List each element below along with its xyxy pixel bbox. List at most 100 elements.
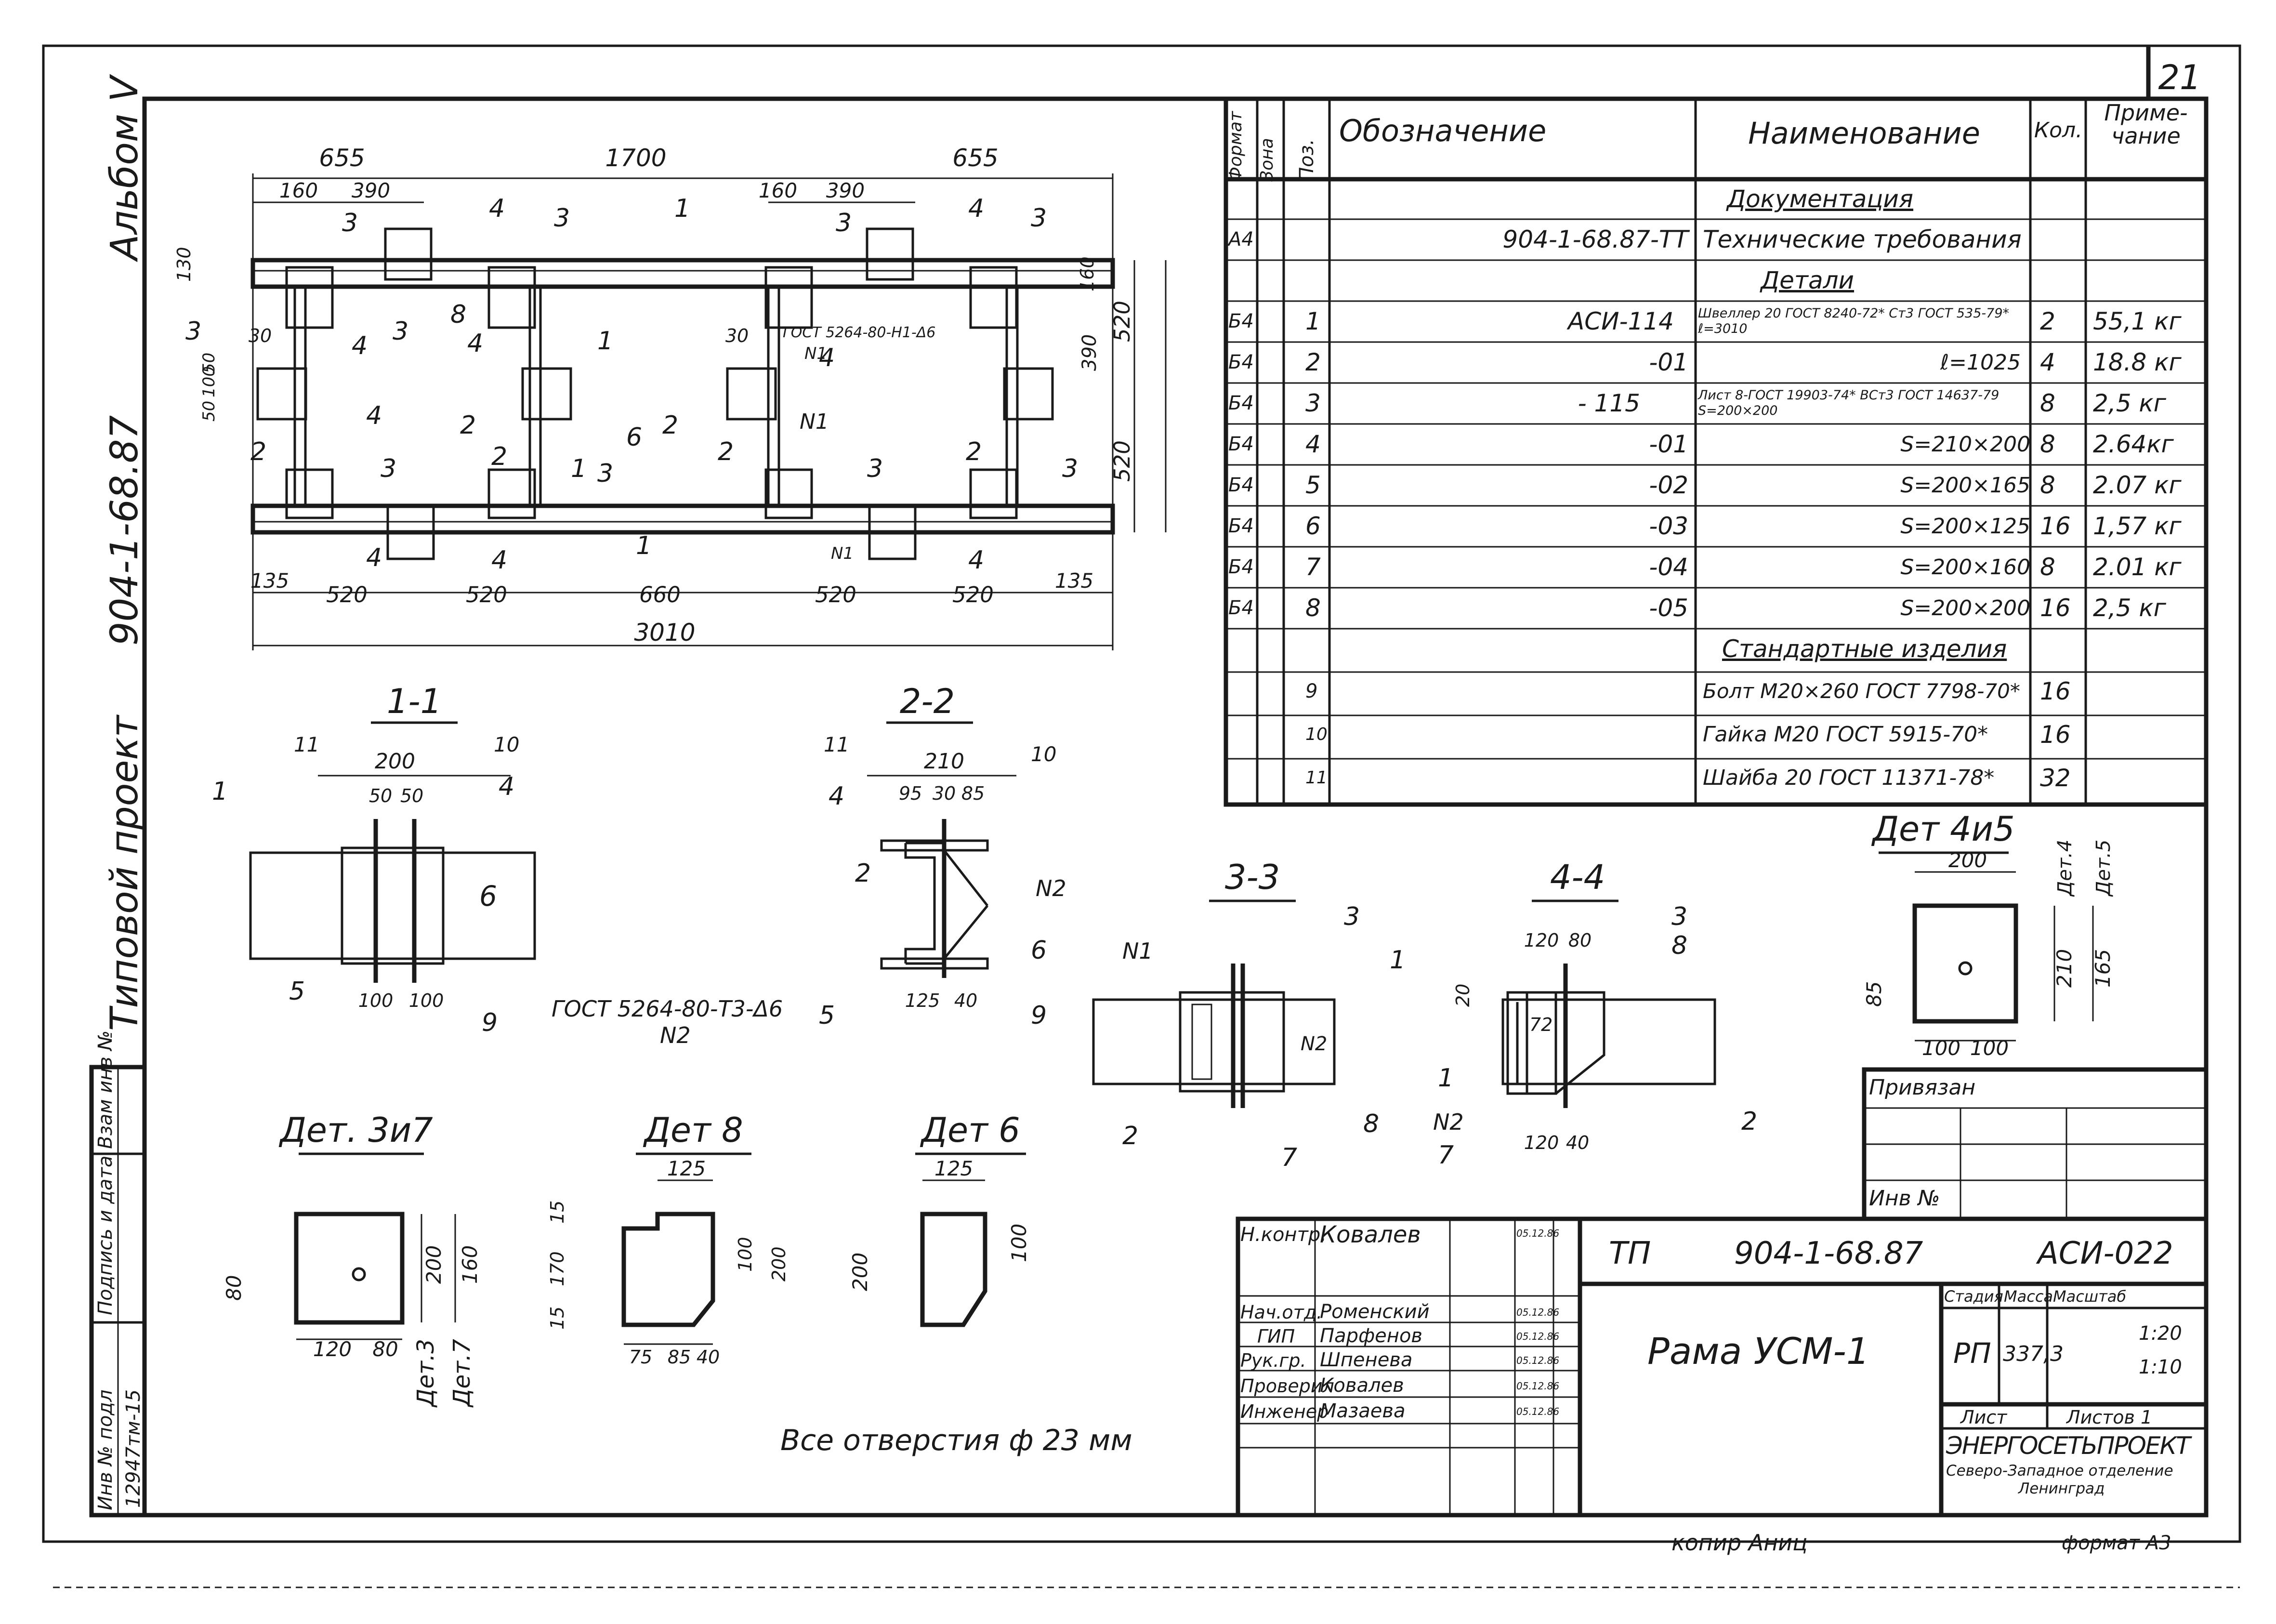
d45-dim-100b: 100 — [1970, 1036, 2009, 1060]
stamp-inv-value: 12947тм-15 — [122, 1389, 145, 1508]
stage-label: Стадия — [1944, 1287, 2003, 1306]
row-format: Б4 — [1228, 474, 1254, 496]
sec22-dim-85: 85 — [961, 783, 985, 804]
sec22-dim-125: 125 — [905, 990, 940, 1011]
org-branch: Северо-Западное отделение — [1946, 1462, 2173, 1479]
row-qty: 16 — [2040, 512, 2071, 540]
sec44-pos-1: 1 — [1438, 1064, 1454, 1093]
sec11-weld: ГОСТ 5264-80-Т3-Δ6 — [552, 996, 783, 1022]
sec-mark-4a: 4 — [366, 401, 382, 430]
stamp-name-3: Парфенов — [1320, 1325, 1422, 1347]
sec44-pos-3: 3 — [1671, 902, 1687, 931]
sec11-title: 1-1 — [387, 682, 442, 721]
mass-value: 337,3 — [2003, 1342, 2064, 1366]
row-pos: 10 — [1305, 725, 1328, 744]
section-1-1: 1-1 200 50 50 100 100 1 11 10 4 6 5 9 ГО… — [212, 682, 783, 1048]
sec22-title: 2-2 — [900, 682, 955, 721]
row-designation: -02 — [1649, 471, 1688, 499]
sec33-pos-7: 7 — [1281, 1143, 1297, 1172]
spec-row: Б4 4 -01 S=210×200 8 2.64кг — [1226, 424, 2206, 465]
d8-dim-15b: 15 — [547, 1307, 568, 1330]
d45-tag-5: Дет.5 — [2092, 840, 2115, 897]
sec11-dim-200: 200 — [375, 749, 415, 774]
stamp-role-3: ГИП — [1257, 1326, 1295, 1347]
row-pos: 9 — [1305, 680, 1318, 702]
sec22-pos-2: 2 — [855, 859, 871, 888]
row-pos: 5 — [1305, 471, 1321, 499]
hdr-qty: Кол. — [2034, 118, 2083, 143]
spec-table-grid — [1224, 96, 2209, 807]
sec-mark-4b: 4 — [366, 543, 382, 572]
stamp-name-5: Ковалев — [1320, 1374, 1404, 1397]
row-format: Б4 — [1228, 556, 1254, 578]
sec44-dim-20: 20 — [1452, 984, 1473, 1007]
stamp-name-1: Ковалев — [1320, 1221, 1421, 1248]
row-note: 2.64кг — [2093, 430, 2174, 458]
spec-rows: Документация А4 904-1-68.87-ТТ Техническ… — [1226, 179, 2206, 800]
stamp-name-6: Мазаева — [1320, 1400, 1406, 1422]
stamp-date-4: 05.12.86 — [1516, 1355, 1560, 1366]
dim-390-r: 390 — [1079, 334, 1101, 371]
spec-row: Б4 5 -02 S=200×165 8 2.07 кг — [1226, 465, 2206, 506]
pos-3-a: 3 — [342, 209, 358, 238]
pos-6: 6 — [626, 423, 642, 452]
d37-tag-3: Дет.3 — [412, 1339, 439, 1408]
project-code-vertical: 904-1-68.87 — [103, 415, 146, 646]
d6-dim-200: 200 — [848, 1253, 872, 1291]
row-designation: -04 — [1649, 553, 1688, 581]
row-designation: -03 — [1649, 512, 1688, 540]
d37-tag-7: Дет.7 — [448, 1339, 475, 1408]
row-qty: 2 — [2040, 307, 2055, 335]
spec-row: Б4 2 -01 ℓ=1025 4 18.8 кг — [1226, 342, 2206, 383]
pos-3-g: 3 — [867, 454, 883, 483]
dim-100: 100 — [199, 366, 219, 397]
sec22-pos-6: 6 — [1031, 936, 1047, 965]
d37-dim-80a: 80 — [372, 1337, 398, 1361]
stage-value: РП — [1953, 1337, 1991, 1370]
pos-3-b: 3 — [554, 204, 570, 233]
row-qty: 32 — [2040, 764, 2071, 792]
d37-dim-200: 200 — [422, 1245, 446, 1284]
row-pos: 4 — [1305, 430, 1321, 458]
dim-3010: 3010 — [634, 619, 695, 647]
row-pos: 3 — [1305, 389, 1321, 417]
d37-title: Дет. 3и7 — [278, 1110, 433, 1150]
sec44-dim-120a: 120 — [1524, 930, 1559, 951]
detail-3-7: Дет. 3и7 120 80 80 200 160 Дет.3 Дет.7 — [222, 1110, 482, 1408]
pos-2-a: 2 — [250, 437, 266, 466]
stamp-role-4: Рук.гр. — [1240, 1350, 1306, 1371]
row-qty: 8 — [2040, 389, 2055, 417]
sec11-dim-100b: 100 — [409, 990, 444, 1011]
d45-dim-200: 200 — [1948, 848, 1987, 872]
pos-4-g: 4 — [968, 546, 984, 575]
detail-4-5: Дет 4и5 200 210 165 85 100 100 Дет.4 Дет… — [1862, 809, 2115, 1060]
row-note: 1,57 кг — [2093, 512, 2182, 540]
plan-dimlines — [252, 173, 1167, 650]
section-3-3: 3-3 N1 3 1 N2 2 8 7 — [1092, 858, 1406, 1172]
sec22-dim-95: 95 — [899, 783, 922, 804]
format-note: формат А3 — [2062, 1532, 2171, 1554]
dim-50-a: 50 — [199, 401, 219, 422]
d8-dim-170: 170 — [547, 1251, 568, 1286]
row-format: Б4 — [1228, 351, 1254, 373]
outer-border — [42, 44, 2241, 1543]
dim-135-right: 135 — [1055, 569, 1093, 593]
d37-dim-160: 160 — [458, 1245, 482, 1284]
spec-row-lines — [1226, 218, 2206, 760]
row-pos: 2 — [1305, 348, 1321, 376]
spec-row: Б4 6 -03 S=200×125 16 1,57 кг — [1226, 506, 2206, 547]
d45-tag-4: Дет.4 — [2054, 840, 2076, 897]
d8-dim-125: 125 — [667, 1157, 706, 1180]
stamp-date-3: 05.12.86 — [1516, 1331, 1560, 1342]
stamp-sign-label: Подпись и дата — [94, 1156, 117, 1315]
row-designation: -05 — [1649, 594, 1688, 622]
row-format: Б4 — [1228, 597, 1254, 619]
pos-3-h: 3 — [1062, 454, 1078, 483]
sec22-dim-30: 30 — [933, 783, 956, 804]
stamp-role-6: Инженер — [1240, 1401, 1329, 1422]
stamp-vzam-label: Взам инв № — [94, 1030, 117, 1149]
stamp-role-2: Нач.отд. — [1240, 1302, 1323, 1323]
sec11-dim-100a: 100 — [358, 990, 394, 1011]
sec11-dim-50b: 50 — [400, 785, 423, 806]
spec-row: Детали — [1226, 260, 2206, 301]
